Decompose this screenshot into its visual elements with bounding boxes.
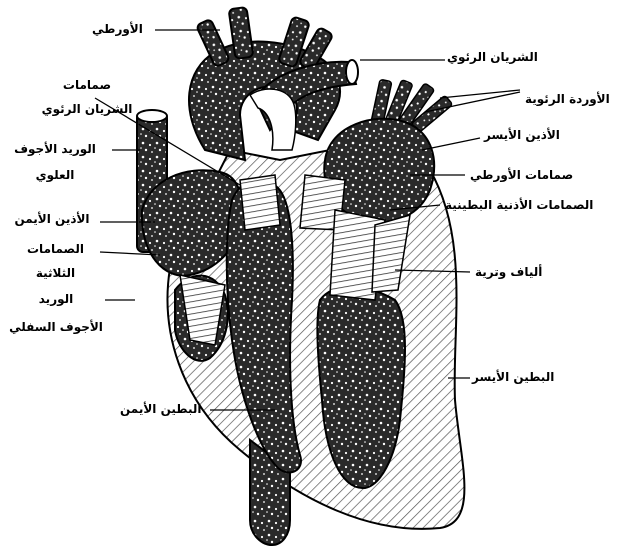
label-pulmonary-veins: الأوردة الرئوية bbox=[525, 92, 610, 106]
label-superior-vena-cava: الوريد الأجوف العلوي bbox=[0, 142, 110, 182]
pulmonary-valve bbox=[240, 175, 280, 230]
label-tricuspid-line2: الثلاثية bbox=[8, 266, 103, 280]
label-left-ventricle: البطين الأيسر bbox=[472, 370, 554, 384]
label-aorta: الأورطي bbox=[92, 22, 143, 36]
label-tricuspid-line1: الصمامات bbox=[8, 242, 103, 256]
aorta-lumen bbox=[250, 89, 296, 150]
aortic-branch-2 bbox=[196, 19, 230, 67]
pulmonary-artery-opening bbox=[346, 60, 358, 84]
label-tricuspid-valves: الصمامات الثلاثية bbox=[8, 242, 103, 280]
label-ivc-line2: الأجوف السفلي bbox=[0, 320, 112, 334]
label-aortic-valves: صمامات الأورطي bbox=[470, 168, 573, 182]
label-pulmonary-valves-line1: صمامات bbox=[32, 78, 142, 92]
label-right-atrium: الأذين الأيمن bbox=[2, 212, 102, 226]
label-pulmonary-artery: الشريان الرئوي bbox=[447, 50, 538, 64]
leader-left-atrium bbox=[422, 138, 480, 150]
label-av-valves: الصمامات الأذنية البطينية bbox=[445, 198, 593, 212]
label-svc-line1: الوريد الأجوف bbox=[0, 142, 110, 156]
label-chordae-tendineae: ألياف وترية bbox=[475, 265, 542, 279]
label-inferior-vena-cava: الوريد الأجوف السفلي bbox=[0, 292, 112, 334]
label-pulmonary-valves: صمامات الشريان الرئوي bbox=[32, 78, 142, 116]
label-right-ventricle: البطين الأيمن bbox=[120, 402, 201, 416]
label-pulmonary-valves-line2: الشريان الرئوي bbox=[32, 102, 142, 116]
label-svc-line2: العلوي bbox=[0, 168, 110, 182]
label-left-atrium: الأذين الأيسر bbox=[484, 128, 560, 142]
label-ivc-line1: الوريد bbox=[0, 292, 112, 306]
